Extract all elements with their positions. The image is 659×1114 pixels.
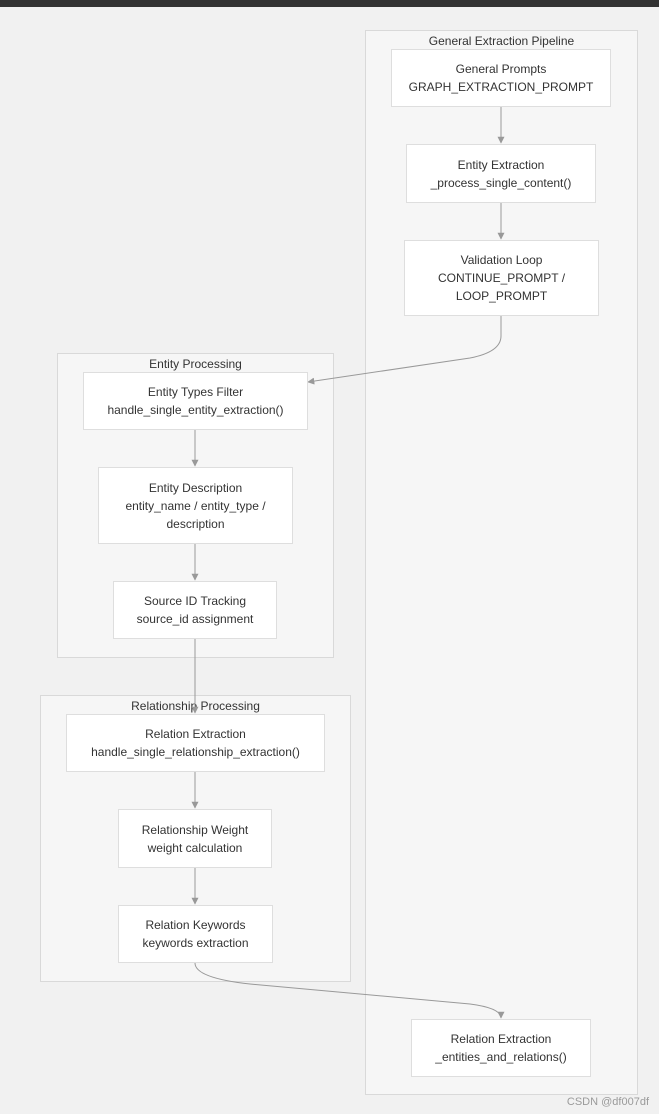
- node-title: Relation Extraction: [450, 1032, 552, 1046]
- node-title: Relation Extraction: [145, 727, 246, 741]
- node-relationship-weight[interactable]: Relationship Weight weight calculation: [118, 809, 272, 868]
- node-entity-extraction[interactable]: Entity Extraction _process_single_conten…: [406, 144, 596, 203]
- node-relation-keywords[interactable]: Relation Keywords keywords extraction: [118, 905, 273, 963]
- node-title: Validation Loop: [460, 253, 543, 267]
- node-subtitle: weight calculation: [147, 840, 243, 855]
- node-subtitle: _process_single_content(): [430, 175, 572, 190]
- node-entity-description[interactable]: Entity Description entity_name / entity_…: [98, 467, 293, 544]
- node-validation-loop[interactable]: Validation Loop CONTINUE_PROMPT / LOOP_P…: [404, 240, 599, 316]
- node-subtitle: GRAPH_EXTRACTION_PROMPT: [408, 80, 594, 94]
- node-title: Entity Description: [148, 480, 243, 495]
- node-general-prompts[interactable]: General Prompts GRAPH_EXTRACTION_PROMPT: [391, 49, 611, 107]
- node-entity-types-filter[interactable]: Entity Types Filter handle_single_entity…: [83, 372, 308, 430]
- node-source-id-tracking[interactable]: Source ID Tracking source_id assignment: [113, 581, 277, 639]
- node-relation-extraction[interactable]: Relation Extraction handle_single_relati…: [66, 714, 325, 772]
- cluster-title: Entity Processing: [149, 357, 242, 371]
- node-title: General Prompts: [455, 62, 547, 76]
- node-subtitle: CONTINUE_PROMPT /: [437, 271, 566, 285]
- node-subtitle: handle_single_relationship_extraction(): [91, 745, 300, 759]
- node-relation-extraction-final[interactable]: Relation Extraction _entities_and_relati…: [411, 1019, 591, 1077]
- node-subtitle: description: [166, 516, 225, 531]
- window-top-bar: [0, 0, 659, 7]
- node-subtitle: _entities_and_relations(): [435, 1050, 567, 1064]
- node-subtitle: handle_single_entity_extraction(): [107, 403, 284, 417]
- node-title: Relationship Weight: [141, 822, 249, 837]
- node-title: Relation Keywords: [145, 918, 246, 932]
- node-title: Entity Extraction: [457, 157, 545, 172]
- node-title: Entity Types Filter: [147, 385, 244, 399]
- cluster-general-extraction-pipeline: General Extraction Pipeline: [365, 30, 638, 1095]
- node-subtitle: LOOP_PROMPT: [455, 289, 548, 303]
- cluster-title: General Extraction Pipeline: [428, 34, 575, 48]
- node-subtitle: entity_name / entity_type /: [125, 498, 266, 513]
- node-subtitle: keywords extraction: [142, 936, 249, 950]
- cluster-title: Relationship Processing: [131, 699, 260, 713]
- node-subtitle: source_id assignment: [136, 612, 254, 626]
- node-title: Source ID Tracking: [143, 594, 247, 608]
- watermark: CSDN @df007df: [566, 1096, 649, 1108]
